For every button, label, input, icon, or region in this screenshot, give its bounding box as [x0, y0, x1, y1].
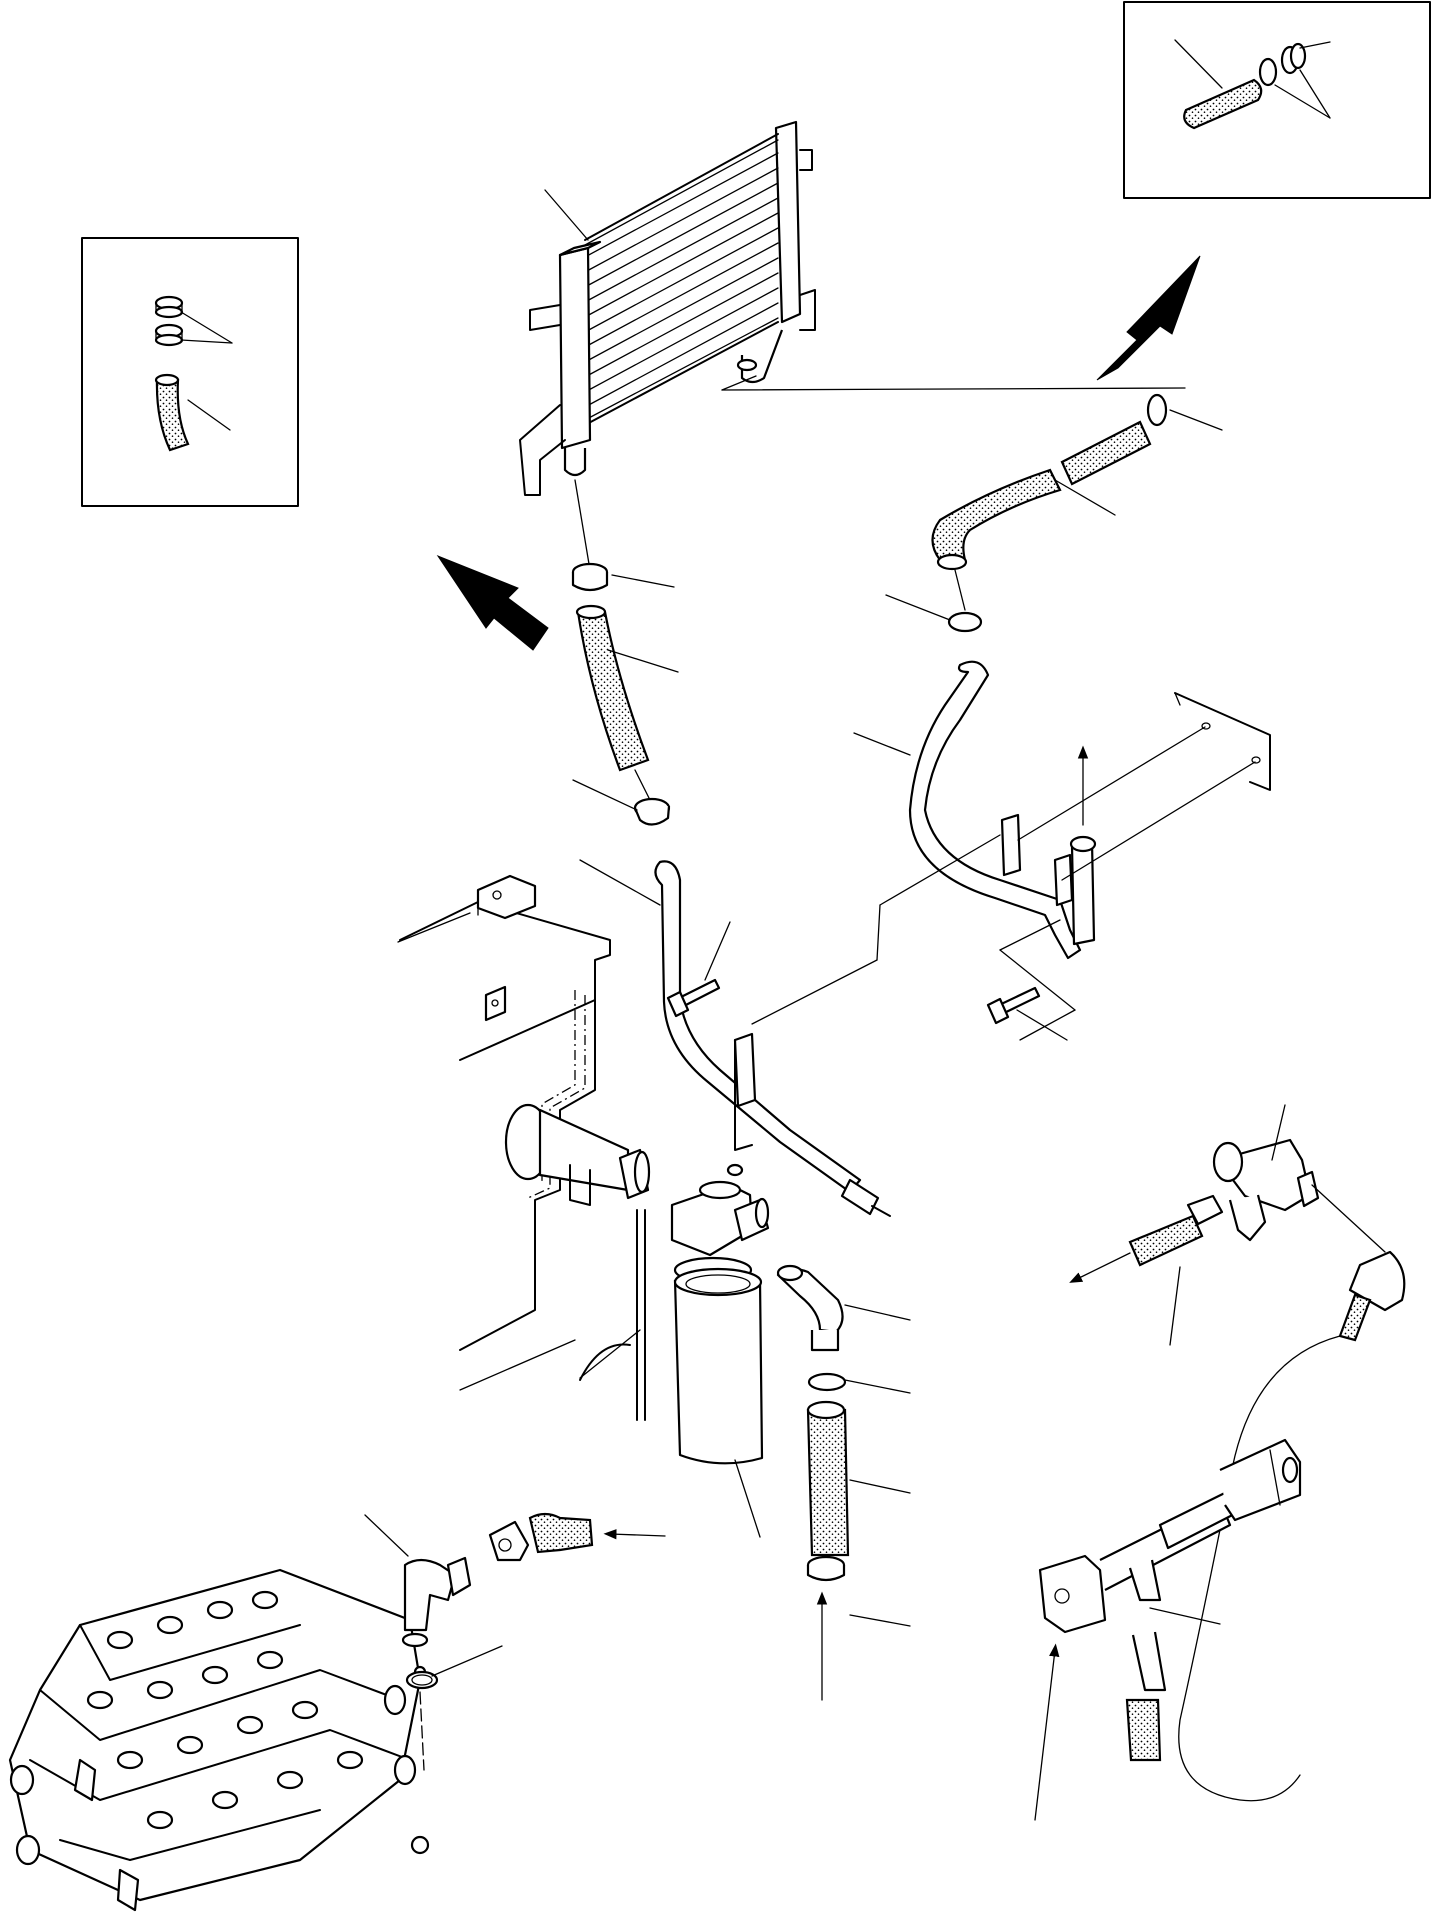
direction-arrow-left	[436, 554, 549, 651]
distribution-block	[1038, 1438, 1302, 1762]
filter-outlet-hose	[776, 1264, 850, 1582]
bolt-left	[666, 978, 721, 1018]
callout-leaders	[364, 189, 1286, 1677]
oil-cooler	[519, 120, 816, 496]
tee-fitting	[1128, 1138, 1320, 1267]
inset-right	[1123, 1, 1431, 199]
hydraulic-tank-frame	[399, 874, 651, 1421]
bolt-right	[986, 986, 1041, 1025]
pressure-switch	[1178, 1250, 1406, 1802]
return-filter	[670, 1163, 770, 1465]
direction-arrow-right	[1096, 255, 1201, 381]
control-valve-block	[8, 1568, 430, 1912]
cooler-supply-line	[908, 393, 1168, 960]
valve-elbow-fitting	[401, 1512, 594, 1771]
cooler-return-line	[571, 479, 891, 1217]
inset-left	[81, 237, 299, 507]
